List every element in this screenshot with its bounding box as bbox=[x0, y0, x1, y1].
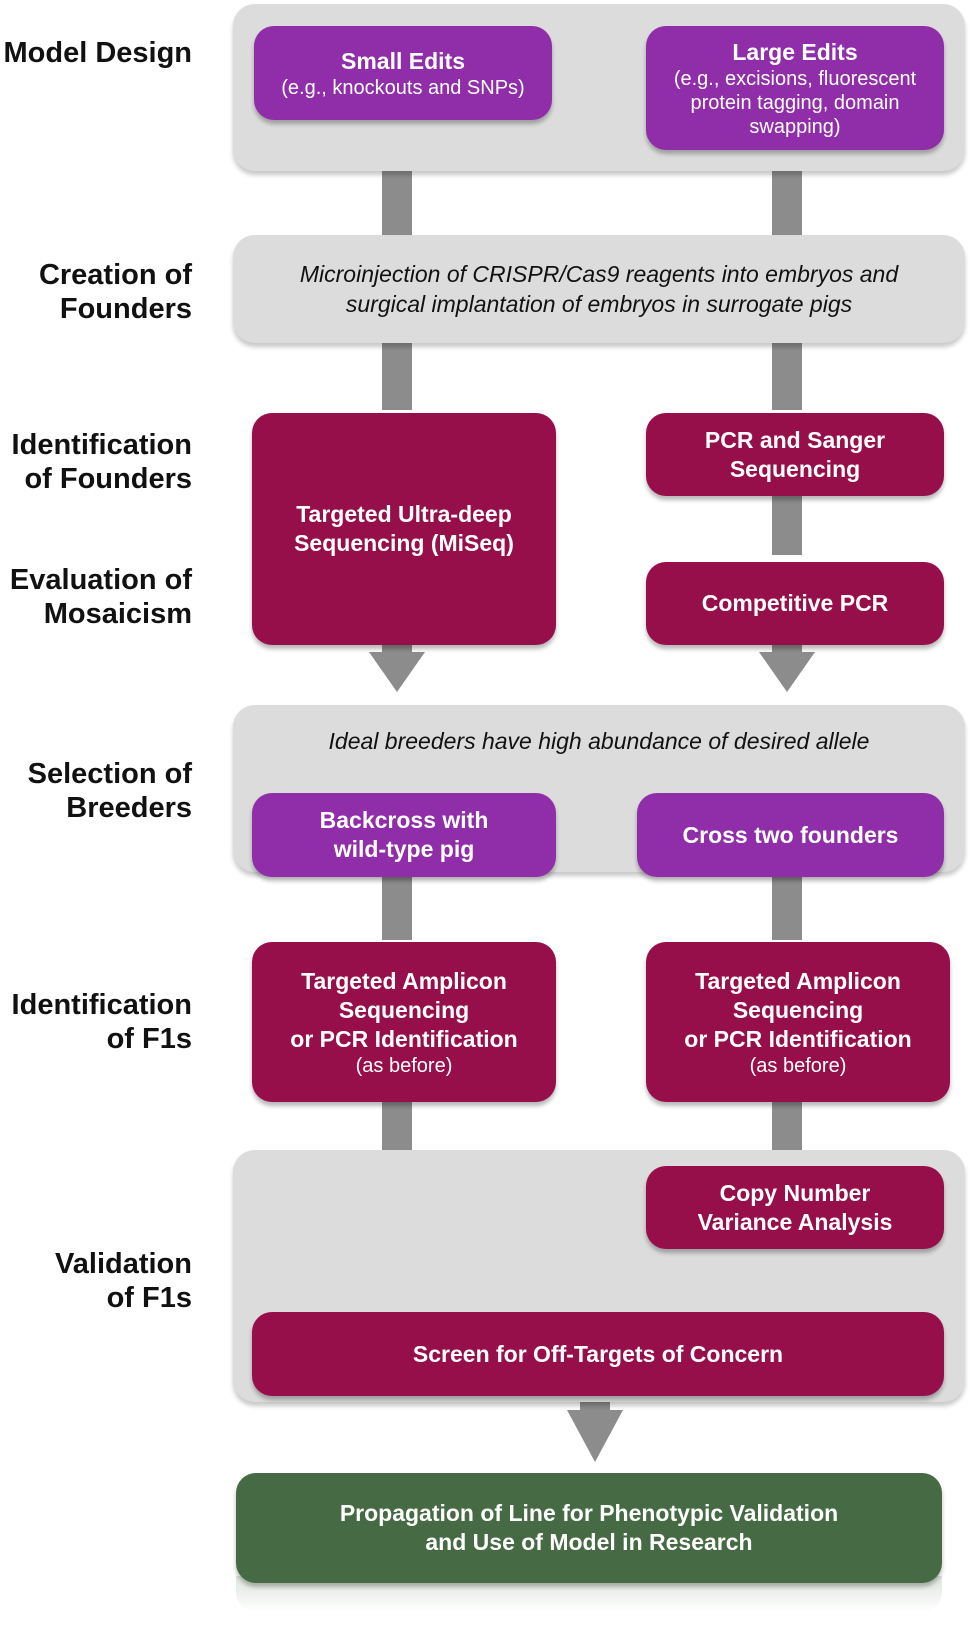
stage-label-selection-of-breeders: Selection of Breeders bbox=[27, 758, 192, 824]
stage-label-identification-of-founders: Identification of Founders bbox=[11, 429, 192, 495]
stage-label-validation-of-f1s: Validation of F1s bbox=[55, 1248, 192, 1314]
copy-number-variance-box: Copy Number Variance Analysis bbox=[646, 1166, 944, 1249]
connector-left-design bbox=[382, 160, 412, 240]
stage-label-identification-of-f1s: Identification of F1s bbox=[11, 989, 192, 1055]
arrow-head-left-mosaic bbox=[369, 652, 425, 692]
propagation-reflection bbox=[236, 1576, 942, 1612]
competitive-pcr-box: Competitive PCR bbox=[646, 562, 944, 645]
stage-label-evaluation-of-mosaicism: Evaluation of Mosaicism bbox=[9, 564, 192, 630]
propagation-box: Propagation of Line for Phenotypic Valid… bbox=[236, 1473, 942, 1583]
large-edits-box: Large Edits (e.g., excisions, fluorescen… bbox=[646, 26, 944, 150]
off-targets-box: Screen for Off-Targets of Concern bbox=[252, 1312, 944, 1396]
ideal-breeders-text: Ideal breeders have high abundance of de… bbox=[328, 728, 870, 754]
amplicon-left-box: Targeted Amplicon Sequencing or PCR Iden… bbox=[252, 942, 556, 1102]
cross-two-founders-box: Cross two founders bbox=[637, 793, 944, 877]
connector-right-sanger bbox=[772, 490, 802, 555]
arrow-head-center bbox=[567, 1410, 623, 1462]
connector-left-founders bbox=[382, 340, 412, 410]
amplicon-right-box: Targeted Amplicon Sequencing or PCR Iden… bbox=[646, 942, 950, 1102]
targeted-ultra-deep-sequencing-box: Targeted Ultra-deep Sequencing (MiSeq) bbox=[252, 413, 556, 645]
panel-creation-of-founders bbox=[233, 235, 965, 343]
stage-label-model-design: Model Design bbox=[3, 37, 192, 69]
connector-right-design bbox=[772, 160, 802, 240]
backcross-box: Backcross with wild-type pig bbox=[252, 793, 556, 877]
connector-right-founders bbox=[772, 340, 802, 410]
pcr-sanger-sequencing-box: PCR and Sanger Sequencing bbox=[646, 413, 944, 496]
stage-label-creation-of-founders: Creation of Founders bbox=[38, 259, 192, 325]
small-edits-box: Small Edits (e.g., knockouts and SNPs) bbox=[254, 26, 552, 120]
microinjection-text: Microinjection of CRISPR/Cas9 reagents i… bbox=[299, 261, 899, 317]
arrow-head-right-mosaic bbox=[759, 652, 815, 692]
